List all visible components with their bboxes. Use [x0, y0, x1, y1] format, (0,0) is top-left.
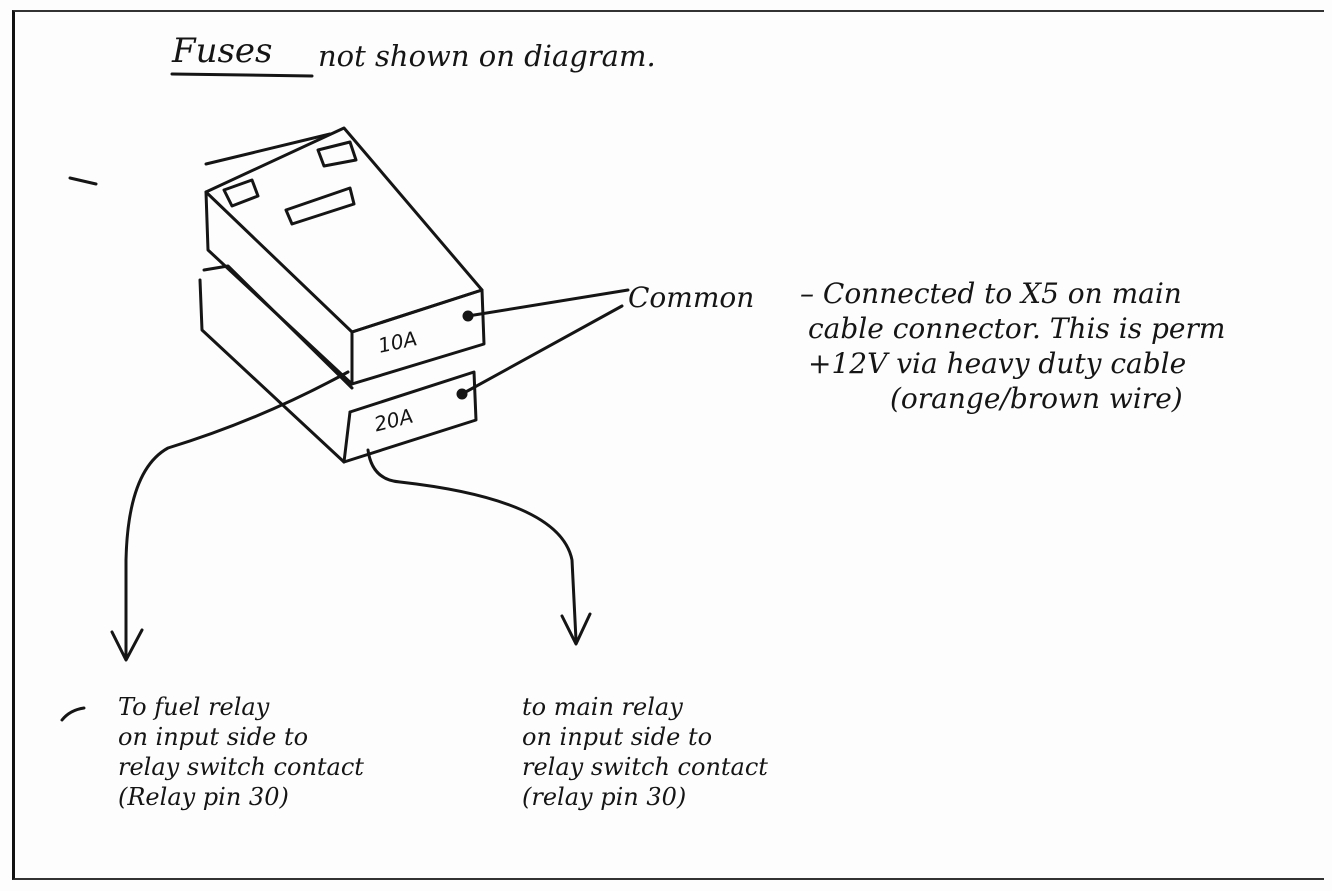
fuel-relay-arrowhead — [110, 628, 144, 662]
stray-mark-2 — [60, 706, 86, 722]
main-relay-wire — [366, 448, 578, 642]
fuel-relay-note-line: To fuel relay — [118, 693, 270, 721]
main-relay-note-line: on input side to — [522, 723, 713, 751]
common-note-line: (orange/brown wire) — [890, 382, 1183, 415]
page-border — [12, 10, 1324, 880]
main-relay-note-line: (relay pin 30) — [522, 783, 687, 811]
stray-mark-1 — [68, 176, 98, 186]
lower-fuse-front-face — [342, 370, 478, 464]
main-relay-arrowhead — [560, 612, 592, 646]
main-relay-note-line: relay switch contact — [522, 753, 768, 781]
fuse-slot-3 — [284, 186, 356, 226]
page-subtitle: not shown on diagram. — [318, 39, 656, 73]
common-wire-lower — [460, 304, 624, 396]
fuse-slot-1 — [222, 178, 260, 208]
upper-fuse-front-face — [350, 288, 486, 386]
main-relay-note: to main relay on input side to relay swi… — [522, 692, 768, 812]
fuel-relay-wire — [124, 370, 350, 658]
common-note-line: +12V via heavy duty cable — [808, 347, 1187, 380]
fuel-relay-note-line: on input side to — [118, 723, 309, 751]
lower-fuse-top-edge — [202, 264, 354, 390]
fuel-relay-note-line: relay switch contact — [118, 753, 364, 781]
common-wire-upper — [466, 288, 630, 318]
fuse-box-top-edge — [204, 132, 332, 166]
upper-fuse-top-face — [204, 126, 484, 334]
page-title: Fuses — [172, 31, 273, 71]
common-note: – Connected to X5 on main cable connecto… — [800, 276, 1225, 416]
main-relay-note-line: to main relay — [522, 693, 683, 721]
title-underline — [170, 72, 314, 78]
fuel-relay-note-line: (Relay pin 30) — [118, 783, 289, 811]
common-label: Common — [628, 281, 755, 314]
fuse-slot-2 — [316, 140, 358, 168]
lower-fuse-left-face — [198, 278, 352, 464]
common-note-line: – Connected to X5 on main — [800, 277, 1182, 310]
common-note-line: cable connector. This is perm — [808, 312, 1226, 345]
fuel-relay-note: To fuel relay on input side to relay swi… — [118, 692, 364, 812]
